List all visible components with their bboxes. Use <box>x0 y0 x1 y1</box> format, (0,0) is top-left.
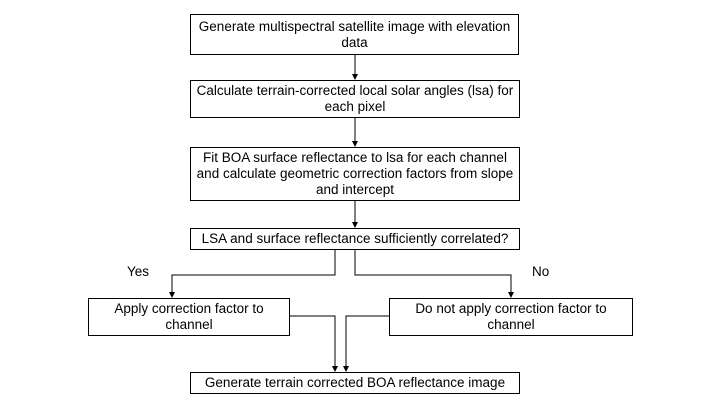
action-apply-correction-text: Apply correction factor to channel <box>114 301 264 332</box>
no-label: No <box>532 264 550 279</box>
step-generate-corrected-image-text: Generate terrain corrected BOA reflectan… <box>204 375 506 390</box>
decision-correlated-text: LSA and surface reflectance sufficiently… <box>201 231 509 246</box>
step-generate-image-text: Generate multispectral satellite image w… <box>198 18 511 50</box>
step-calculate-lsa-text: Calculate terrain-corrected local solar … <box>196 83 514 114</box>
decision-correlated: LSA and surface reflectance sufficiently… <box>190 228 520 250</box>
action-skip-correction: Do not apply correction factor to channe… <box>389 298 633 336</box>
step-fit-reflectance-text: Fit BOA surface reflectance to lsa for e… <box>196 150 514 197</box>
arrow-yes-final <box>290 315 338 372</box>
arrow-decision-no <box>354 250 514 298</box>
yes-label: Yes <box>127 264 150 279</box>
step-generate-corrected-image: Generate terrain corrected BOA reflectan… <box>190 372 520 394</box>
action-skip-correction-text: Do not apply correction factor to channe… <box>415 301 607 332</box>
step-fit-reflectance: Fit BOA surface reflectance to lsa for e… <box>190 147 520 201</box>
arrow-no-final <box>343 315 395 372</box>
action-apply-correction: Apply correction factor to channel <box>88 298 290 336</box>
step-generate-image: Generate multispectral satellite image w… <box>190 14 519 55</box>
step-calculate-lsa: Calculate terrain-corrected local solar … <box>190 80 520 118</box>
arrow-decision-yes <box>169 250 336 298</box>
